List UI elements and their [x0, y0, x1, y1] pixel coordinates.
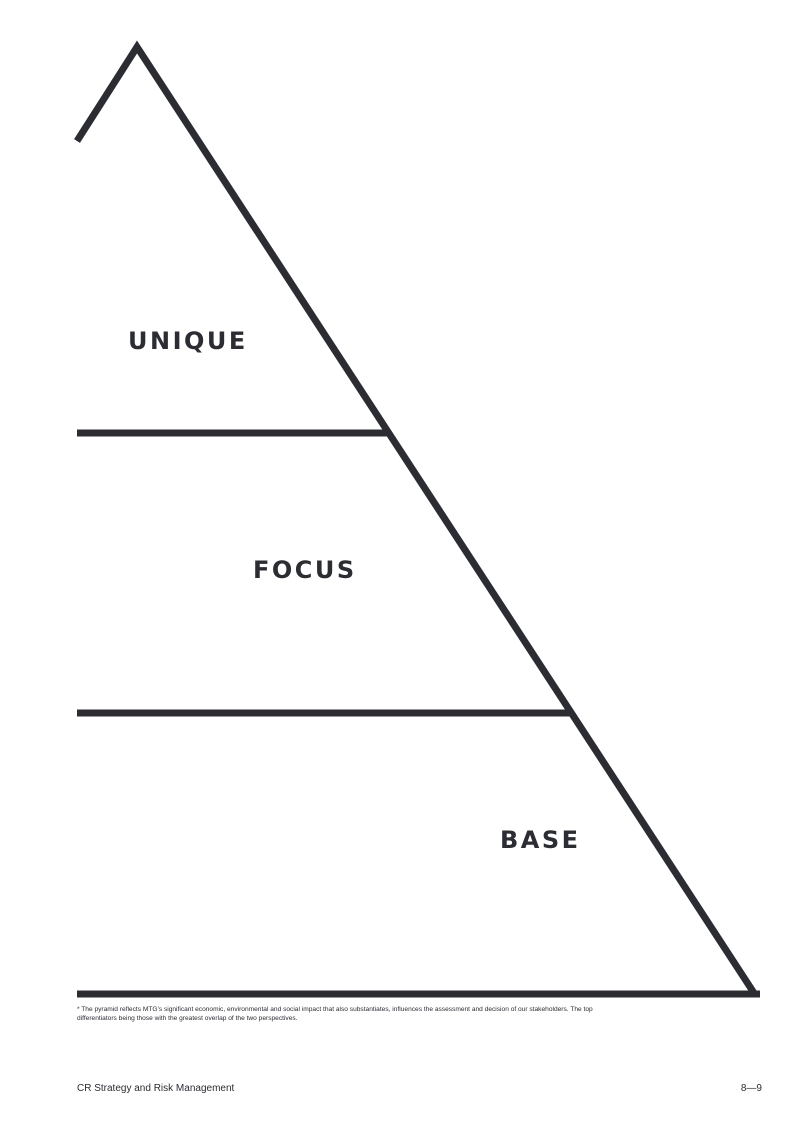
tier-label-base: BASE — [500, 826, 581, 854]
footnote: * The pyramid reflects MTG’s significant… — [77, 1006, 593, 1022]
tier-label-unique: UNIQUE — [128, 327, 248, 355]
footer-section-title: CR Strategy and Risk Management — [77, 1083, 235, 1094]
tier-label-focus: FOCUS — [253, 556, 357, 584]
pyramid-outline — [74, 40, 757, 995]
page-number: 8—9 — [740, 1083, 762, 1094]
